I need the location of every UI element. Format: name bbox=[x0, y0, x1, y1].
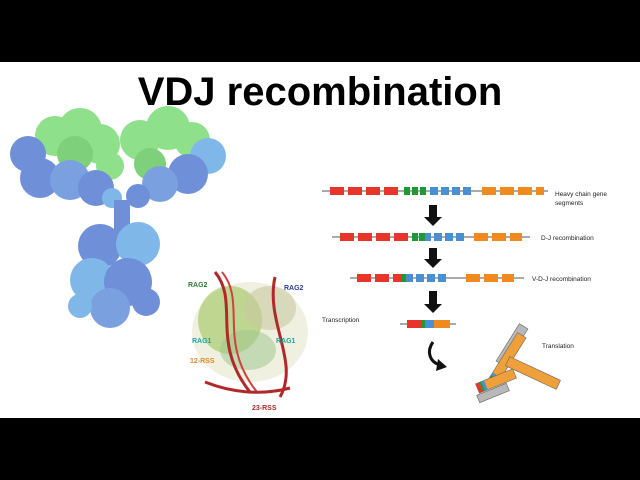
slide: VDJ recombination bbox=[0, 62, 640, 418]
heavy-chain-label-line1: Heavy chain gene bbox=[555, 191, 607, 198]
vdj-recombined-row: V-D-J recombination bbox=[350, 274, 591, 283]
mrna-transcript: Transcription bbox=[322, 317, 456, 328]
dj-recombination-label: D-J recombination bbox=[541, 235, 594, 242]
rag-complex-structure: RAG2 RAG2 RAG1 RAG1 12-RSS 23-RSS bbox=[188, 272, 308, 412]
rag1-right-label: RAG1 bbox=[276, 338, 296, 345]
antibody-structure bbox=[10, 106, 226, 328]
transcription-label: Transcription bbox=[322, 317, 360, 324]
down-arrow-1 bbox=[424, 205, 442, 226]
down-arrow-2 bbox=[424, 248, 442, 268]
rag2-right-label: RAG2 bbox=[284, 285, 304, 292]
translated-antibody-chains: Translation bbox=[476, 324, 575, 403]
diagram-canvas: RAG2 RAG2 RAG1 RAG1 12-RSS 23-RSS bbox=[0, 62, 640, 418]
rag2-left-label: RAG2 bbox=[188, 282, 208, 289]
rss23-label: 23-RSS bbox=[252, 405, 277, 412]
translation-label: Translation bbox=[542, 343, 574, 350]
heavy-chain-label-line2: segments bbox=[555, 200, 584, 207]
vdj-recombination-label: V-D-J recombination bbox=[532, 276, 591, 283]
rss12-label: 12-RSS bbox=[190, 358, 215, 365]
germline-gene-row: Heavy chain gene segments bbox=[322, 187, 607, 207]
curved-arrow-icon bbox=[429, 342, 447, 371]
down-arrow-3 bbox=[424, 291, 442, 313]
rag1-left-label: RAG1 bbox=[192, 338, 212, 345]
dj-recombined-row: D-J recombination bbox=[332, 233, 594, 242]
fc-region bbox=[68, 222, 160, 328]
